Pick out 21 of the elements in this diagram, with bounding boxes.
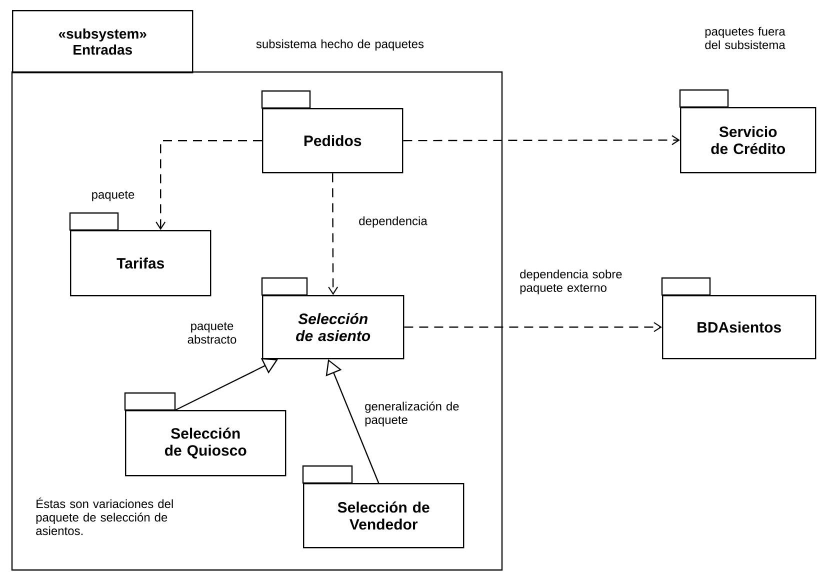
node-label: «subsystem»: [58, 28, 146, 42]
dependency-arrow: [328, 173, 338, 295]
note-text: generalización de paquete: [365, 402, 459, 426]
package-box: Servicio de Crédito: [679, 89, 816, 174]
dependency-arrow: [404, 322, 662, 332]
dependency-arrow: [156, 140, 262, 230]
package-box: BDAsientos: [661, 277, 816, 360]
note-text: dependencia: [359, 216, 428, 228]
package-box: Pedidos: [261, 90, 404, 174]
note-text: dependencia sobre paquete externo: [520, 270, 622, 294]
note-text: paquete: [92, 190, 134, 202]
dependency-arrow: [403, 135, 680, 146]
package-box: Selección de Vendedor: [302, 465, 464, 548]
note-text: paquete abstracto: [188, 322, 236, 344]
package-box: Selección de asiento: [261, 277, 404, 360]
note-text: paquetes fuera del subsistema: [705, 26, 786, 50]
node-label: Entradas: [74, 44, 132, 55]
package-box: Selección de Quiosco: [124, 392, 286, 476]
note-text: subsistema hecho de paquetes: [256, 39, 424, 51]
note-text: Éstas son variaciones del paquete de selección de asientos.: [36, 498, 173, 536]
package-box: Tarifas: [69, 212, 212, 296]
